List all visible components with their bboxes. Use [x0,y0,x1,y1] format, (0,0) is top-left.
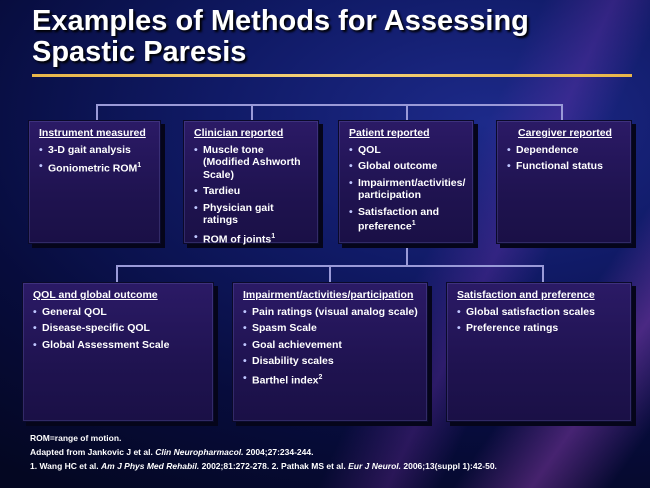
box-heading: Patient reported [349,127,430,139]
connector-bottom-drop-2 [329,265,331,282]
title-underline [32,74,632,77]
bullet-icon: • [33,338,37,351]
footnote-abbreviation: ROM=range of motion. [30,433,122,443]
bullet-icon: • [507,160,511,172]
list-item: •Preference ratings [457,322,559,334]
list-item: •Satisfaction and preference1 [349,205,440,233]
box-heading: Clinician reported [194,127,284,139]
bullet-icon: • [39,143,43,156]
bullet-icon: • [243,305,247,318]
bullet-icon: • [194,230,198,243]
box-heading: Caregiver reported [518,127,612,139]
bullet-icon: • [33,322,37,334]
list-item: •Spasm Scale [243,322,317,334]
connector-top-horizontal [96,104,563,106]
list-item: •Disease-specific QOL [33,322,150,334]
list-item: •ROM of joints1 [194,230,276,246]
connector-top-drop-4 [561,104,563,120]
bullet-icon: • [349,143,353,156]
list-item: •Dependence [507,143,579,156]
bullet-icon: • [507,143,511,156]
list-item: •Impairment/activities/ participation [349,176,466,202]
connector-patient-down [406,246,408,266]
bullet-icon: • [457,305,461,318]
box-caregiver-reported: Caregiver reported •Dependence •Function… [496,120,632,244]
list-item: •Barthel index2 [243,371,323,387]
bullet-icon: • [194,201,198,214]
list-item: •Goniometric ROM1 [39,160,142,175]
bullet-icon: • [39,160,43,172]
bullet-icon: • [243,322,247,334]
bullet-icon: • [243,371,247,384]
box-heading: Satisfaction and preference [457,289,595,301]
list-item: •Global Assessment Scale [33,338,170,351]
bullet-icon: • [33,305,37,318]
connector-bottom-drop-3 [542,265,544,282]
bullet-icon: • [349,205,353,218]
list-item: •Muscle tone (Modified Ashworth Scale) [194,143,301,181]
list-item: •3-D gait analysis [39,143,131,156]
bullet-icon: • [243,355,247,367]
connector-top-drop-2 [251,104,253,120]
page-title: Examples of Methods for Assessing Spasti… [32,5,529,68]
list-item: •Goal achievement [243,338,342,351]
bullet-icon: • [194,185,198,197]
list-item: •Pain ratings (visual analog scale) [243,305,418,318]
box-qol-global-outcome: QOL and global outcome •General QOL •Dis… [22,282,214,422]
bullet-icon: • [349,176,353,189]
list-item: •Disability scales [243,355,334,367]
box-heading: QOL and global outcome [33,289,158,301]
footnote-references: 1. Wang HC et al. Am J Phys Med Rehabil.… [30,461,497,471]
list-item: •Tardieu [194,185,241,197]
box-heading: Instrument measured [39,127,146,139]
box-clinician-reported: Clinician reported •Muscle tone (Modifie… [183,120,319,246]
box-heading: Impairment/activities/participation [243,289,414,301]
box-satisfaction-preference: Satisfaction and preference •Global sati… [446,282,632,422]
connector-top-drop-1 [96,104,98,120]
list-item: •QOL [349,143,381,156]
box-patient-reported: Patient reported •QOL •Global outcome •I… [338,120,474,244]
bullet-icon: • [457,322,461,334]
list-item: •Global satisfaction scales [457,305,595,318]
footnote-adapted-from: Adapted from Jankovic J et al. Clin Neur… [30,447,314,457]
list-item: •Functional status [507,160,603,172]
connector-top-drop-3 [406,104,408,120]
list-item: •General QOL [33,305,107,318]
bullet-icon: • [194,143,198,156]
bullet-icon: • [349,160,353,172]
bullet-icon: • [243,338,247,351]
box-instrument-measured: Instrument measured •3-D gait analysis •… [28,120,161,244]
list-item: •Physician gait ratings [194,201,274,227]
box-impairment-activities: Impairment/activities/participation •Pai… [232,282,428,422]
list-item: •Global outcome [349,160,438,172]
connector-bottom-drop-1 [116,265,118,282]
